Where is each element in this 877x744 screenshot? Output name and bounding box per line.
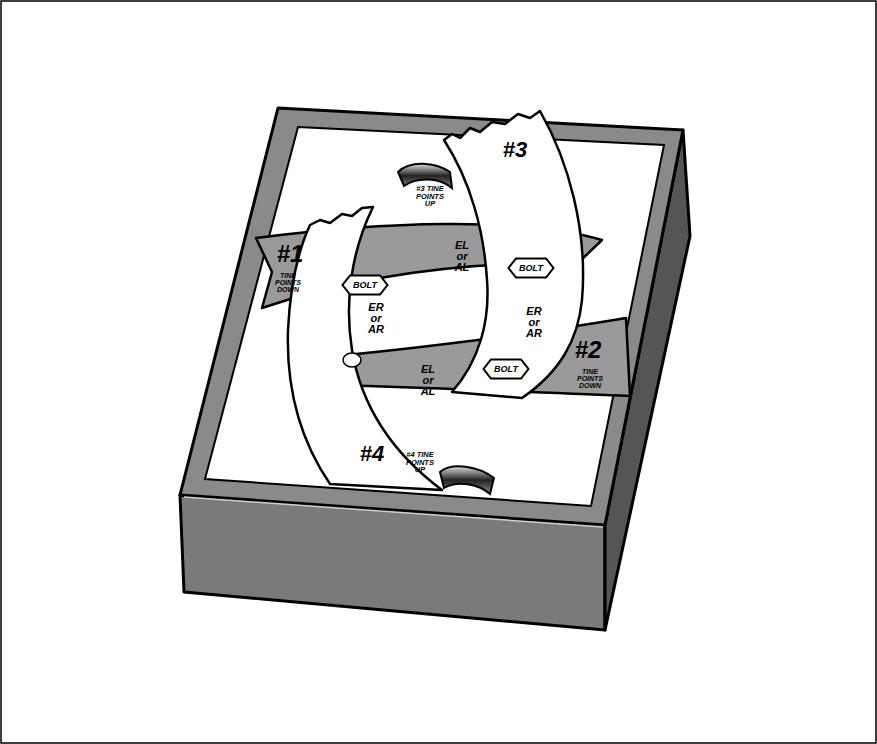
part-note: #4 TINE POINTS UP [402, 451, 438, 474]
bolt-hole [343, 353, 361, 367]
bolt-label: BOLT [482, 358, 530, 374]
box-top-surface [205, 127, 664, 506]
tine-bar-3 [444, 111, 583, 398]
tine-4 [440, 466, 494, 494]
callout-number: #3 [503, 139, 527, 161]
part-note: TINE POINTS DOWN [275, 272, 301, 293]
part-note: #3 TINE POINTS UP [412, 185, 448, 208]
part-note: EL or AL [455, 240, 470, 273]
bolt-hexagon: BOLT [341, 274, 389, 296]
part-note: TINE POINTS DOWN [577, 368, 603, 389]
part-note: EL or AL [421, 364, 436, 397]
callout-number: #1 [277, 242, 304, 266]
part-note: ER or AR [526, 306, 542, 339]
part-note: ER or AR [368, 302, 384, 335]
bolt-hexagon: BOLT [482, 358, 530, 380]
box-top-rim [180, 108, 683, 525]
tine-bar-4 [288, 207, 442, 490]
bolt-hexagon: BOLT [507, 257, 555, 279]
bolt-label: BOLT [507, 257, 555, 273]
box-edge-highlight [184, 497, 603, 527]
bolt-label: BOLT [341, 274, 389, 290]
callout-number: #4 [360, 443, 384, 465]
callout-number: #2 [575, 338, 602, 362]
